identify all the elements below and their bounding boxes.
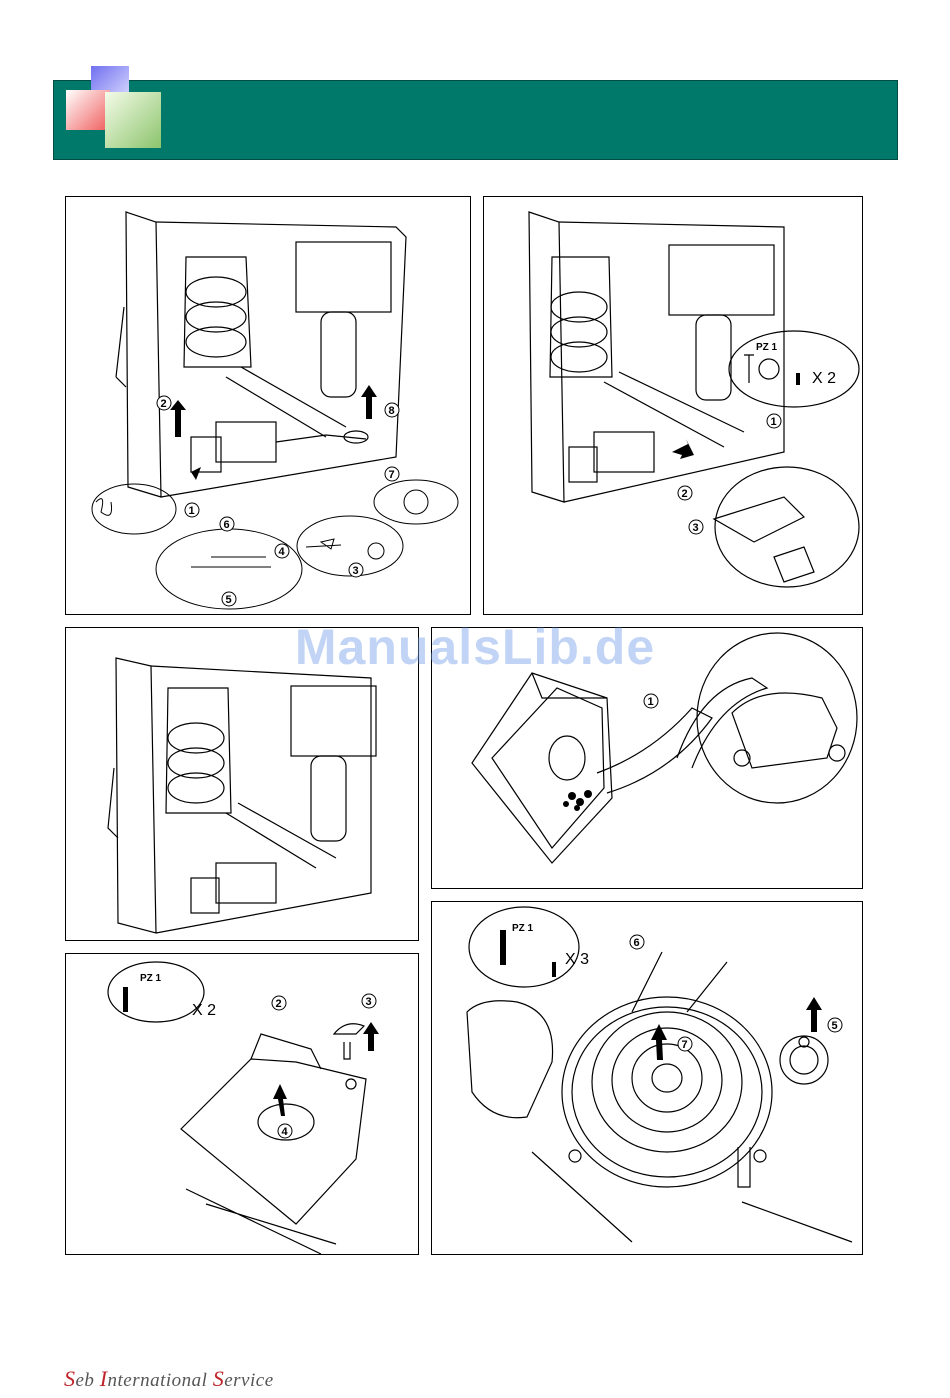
tool-label: PZ 1 [512,923,534,934]
grinder-gear-diagram: PZ 1 X 3 6 5 7 [432,902,863,1255]
footer-brand: Seb International Service [64,1366,274,1392]
callout-2: 2 [276,998,282,1010]
header-bar [53,80,898,160]
callout-1: 1 [648,696,654,708]
machine-disassembly-diagram-2: PZ 1 X 2 1 2 3 [484,197,863,615]
logo-squares [60,62,170,154]
footer-eb: eb [76,1370,100,1391]
diagram-panel-1: 2 8 7 1 6 4 3 5 [65,196,471,615]
diagram-panel-5: PZ 1 X 2 2 3 4 [65,953,419,1255]
watermark: ManualsLib.de [270,618,680,676]
footer-i: I [100,1366,108,1391]
callout-7: 7 [389,469,395,481]
callout-5: 5 [226,594,232,606]
callout-2: 2 [161,398,167,410]
screw-quantity: X 3 [565,951,589,968]
callout-3: 3 [693,522,699,534]
tool-label: PZ 1 [756,342,778,353]
tool-label: PZ 1 [140,973,162,984]
callout-2: 2 [682,488,688,500]
screw-quantity: X 2 [192,1002,216,1019]
callout-6: 6 [224,519,230,531]
callout-4: 4 [282,1126,289,1138]
callout-3: 3 [353,565,359,577]
footer-nternational: nternational [108,1370,213,1391]
logo-green-square [105,92,161,148]
machine-disassembly-diagram-1: 2 8 7 1 6 4 3 5 [66,197,471,615]
footer-ervice: ervice [224,1370,273,1391]
callout-1: 1 [771,416,777,428]
footer-s2: S [213,1366,225,1391]
callout-8: 8 [389,405,395,417]
callout-4: 4 [279,546,286,558]
callout-5: 5 [832,1020,838,1032]
callout-6: 6 [634,937,640,949]
tray-removal-diagram: PZ 1 X 2 2 3 4 [66,954,419,1255]
screw-quantity: X 2 [812,370,836,387]
logo-red-square [66,90,110,130]
footer-s: S [64,1366,76,1391]
callout-3: 3 [366,996,372,1008]
callout-7: 7 [682,1039,688,1051]
callout-1: 1 [189,505,195,517]
diagram-panel-2: PZ 1 X 2 1 2 3 [483,196,863,615]
diagram-panel-6: PZ 1 X 3 6 5 7 [431,901,863,1255]
